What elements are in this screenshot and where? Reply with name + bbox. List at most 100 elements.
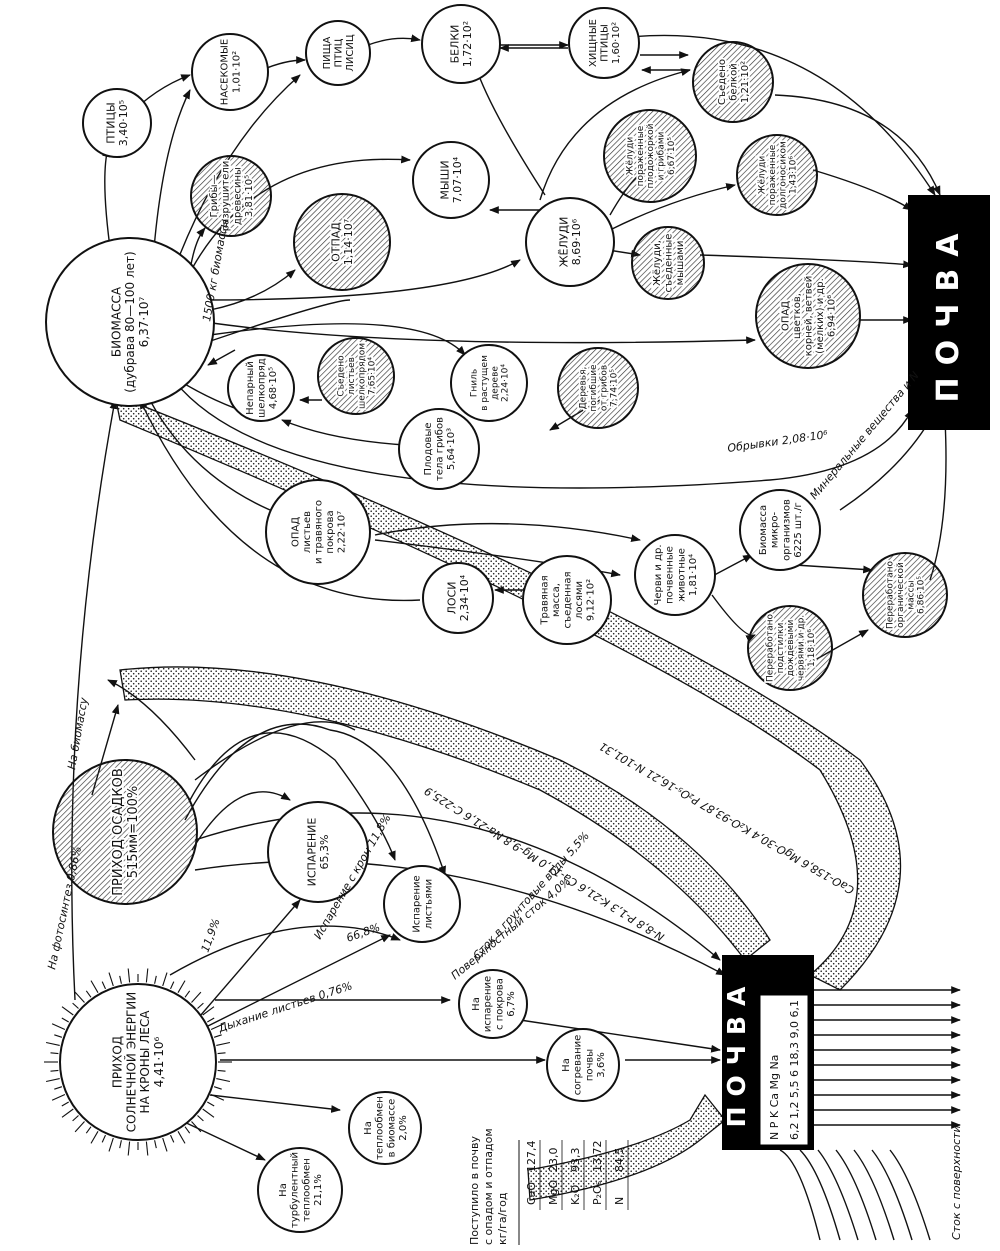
node-text: Натурбулентныйтеплообмен21,1% bbox=[278, 1152, 324, 1228]
node-line: с покрова bbox=[494, 978, 505, 1030]
sun-ray bbox=[61, 1108, 74, 1118]
node-processed-org: Переработаноорганическоймассы6,86·10⁵ bbox=[862, 552, 948, 638]
node-line: ХИЩНЫЕ bbox=[588, 19, 599, 67]
node-text: БЕЛКИ1,72·10² bbox=[449, 21, 475, 67]
sun-ray bbox=[162, 1137, 168, 1152]
node-line: ПТИЦЫ bbox=[105, 102, 118, 143]
node-line: испарение bbox=[483, 976, 494, 1032]
node-line: 6,67·10⁵ bbox=[667, 137, 677, 175]
node-line: Испарение bbox=[412, 875, 423, 932]
node-text: МЫШИ7,07·10⁴ bbox=[439, 156, 465, 203]
node-line: 2,0% bbox=[398, 1115, 409, 1140]
sun-ray bbox=[61, 1006, 74, 1016]
node-line: пораженные bbox=[636, 125, 646, 186]
node-line: СОЛНЕЧНОЙ ЭНЕРГИИ bbox=[123, 992, 138, 1132]
node-circle bbox=[747, 605, 833, 691]
flow-label-surface-runoff: Поверхностный сток 4,0% bbox=[449, 875, 574, 983]
sun-ray bbox=[210, 1093, 225, 1101]
sun-ray bbox=[213, 1034, 222, 1038]
income-row-value: 93,3 bbox=[569, 1148, 582, 1173]
income-row-value: 23,0 bbox=[547, 1148, 560, 1173]
sun-ray bbox=[90, 1131, 99, 1144]
sun-ray bbox=[191, 991, 202, 1003]
node-evap: ИСПАРЕНИЕ65,3% bbox=[267, 801, 369, 903]
node-line: Жёлуди, bbox=[652, 240, 663, 286]
sun-ray bbox=[119, 975, 122, 984]
node-line: 6,37·10⁷ bbox=[137, 297, 151, 348]
node-line: Съедено bbox=[717, 59, 728, 105]
node-line: органической bbox=[896, 562, 906, 628]
node-line: подстилки bbox=[776, 623, 786, 674]
node-text: Жёлудипораженныеплодожоркойи грибами6,67… bbox=[625, 123, 676, 188]
sun-ray bbox=[51, 1023, 66, 1031]
sun-ray bbox=[72, 1002, 79, 1009]
node-circle bbox=[755, 263, 861, 369]
node-line: долгоносиком bbox=[778, 141, 788, 209]
node-worms: Черви и др.почвенныеживотные1,81·10⁴ bbox=[634, 534, 716, 616]
node-acorns-mice: Жёлуди,съеденныемышами bbox=[631, 226, 705, 300]
income-title: Поступило в почву bbox=[468, 1136, 481, 1245]
node-line: 1,14·10⁷ bbox=[342, 219, 355, 265]
sun-ray bbox=[90, 980, 99, 993]
sun-ray bbox=[54, 1086, 63, 1090]
node-line: 65,3% bbox=[318, 835, 331, 870]
node-text: ЖЁЛУДИ8,69·10⁶ bbox=[558, 217, 584, 268]
node-line: 1,60·10² bbox=[611, 22, 622, 64]
node-line: БЕЛКИ bbox=[449, 25, 462, 64]
node-line: микро- bbox=[770, 512, 781, 549]
sun-ray bbox=[197, 1115, 204, 1122]
node-line: дереве bbox=[490, 366, 500, 400]
node-line: 2,22·10⁷ bbox=[337, 511, 348, 553]
node-text: Грибы—разрушителидревесины3,81·10⁵ bbox=[209, 161, 255, 232]
sun-ray bbox=[207, 1101, 215, 1107]
node-line: 1,43·10⁶ bbox=[789, 156, 799, 194]
node-line: плодожоркой bbox=[646, 123, 656, 188]
node-line: покрова bbox=[325, 510, 336, 553]
node-line: 21,1% bbox=[313, 1174, 324, 1206]
node-line: цветков, bbox=[792, 293, 803, 339]
flow-label-scraps: Обрывки 2,08·10⁶ bbox=[727, 428, 830, 455]
node-text: Биомассамикро-организмов6225 шт./г bbox=[758, 499, 804, 561]
node-circle bbox=[422, 562, 494, 634]
sun-ray bbox=[45, 1041, 60, 1046]
node-bio-heat: Натеплообменв биомассе2,0% bbox=[348, 1091, 422, 1165]
node-circle bbox=[257, 1147, 343, 1233]
node-line: Жёлуди bbox=[625, 137, 635, 176]
income-row-name: K₂O bbox=[569, 1184, 582, 1205]
node-circle bbox=[522, 555, 612, 645]
node-line: червями и др. bbox=[797, 615, 807, 681]
node-text: Жёлудипораженныедолгоносиком1,43·10⁶ bbox=[758, 141, 799, 209]
sun-ray bbox=[169, 1134, 175, 1143]
sun-ray bbox=[74, 1121, 85, 1133]
node-line: пораженные bbox=[768, 144, 778, 205]
node-turb-heat: Натурбулентныйтеплообмен21,1% bbox=[257, 1147, 343, 1233]
node-birds: ПТИЦЫ3,40·10⁵ bbox=[82, 88, 152, 158]
node-text: ПРИХОД ОСАДКОВ515мм=100% bbox=[111, 768, 141, 896]
node-line: 6,94·10⁶ bbox=[827, 295, 838, 337]
node-text: ИСПАРЕНИЕ65,3% bbox=[306, 818, 332, 887]
node-line: ПТИЦ bbox=[334, 38, 345, 67]
node-line: Деревья, bbox=[579, 367, 589, 410]
node-line: МЫШИ bbox=[439, 160, 452, 199]
node-line: Жёлуди bbox=[758, 156, 768, 195]
node-circle bbox=[52, 759, 198, 905]
node-line: лосями bbox=[574, 581, 585, 619]
node-circle bbox=[450, 344, 528, 422]
node-line: Черви и др. bbox=[653, 544, 664, 605]
node-line: ПРИХОД ОСАДКОВ bbox=[111, 768, 126, 896]
node-line: (дубрава 80—100 лет) bbox=[123, 251, 137, 392]
income-row-name: CaO bbox=[525, 1182, 538, 1205]
sun-ray bbox=[119, 1140, 122, 1149]
node-line: организмов bbox=[781, 499, 792, 561]
node-line: 7,65·10⁴ bbox=[368, 357, 378, 395]
node-line: в биомассе bbox=[386, 1099, 397, 1158]
node-line: ОПАД bbox=[291, 517, 302, 547]
node-raptors: ХИЩНЫЕПТИЦЫ1,60·10² bbox=[568, 7, 640, 79]
node-text: НАСЕКОМЫЕ1,01·10² bbox=[220, 39, 243, 105]
node-line: съеденные bbox=[664, 234, 675, 293]
income-title: кг/га/год bbox=[496, 1192, 509, 1245]
node-text: Черви и др.почвенныеживотные1,81·10⁴ bbox=[653, 544, 699, 605]
node-text: ПИЩАПТИЦЛИСИЦ bbox=[322, 34, 356, 71]
node-line: 5,64·10³ bbox=[446, 428, 457, 470]
